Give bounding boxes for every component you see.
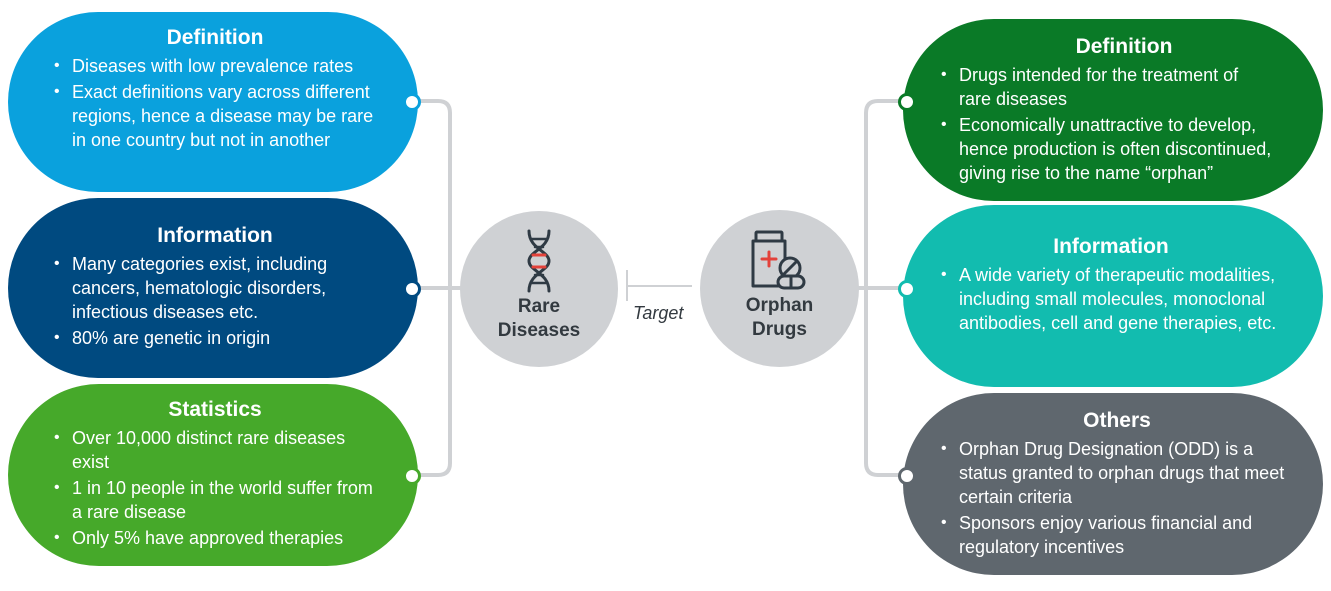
- bullet-item: Many categories exist, including cancers…: [52, 252, 378, 324]
- card-title: Information: [1053, 235, 1169, 258]
- left-definition-card: Definition Diseases with low prevalence …: [8, 12, 418, 192]
- right-information-card: Information A wide variety of therapeuti…: [903, 205, 1323, 387]
- bullet-item: Exact definitions vary across different …: [52, 80, 378, 152]
- bullet-item: 1 in 10 people in the world suffer from …: [52, 476, 378, 524]
- bullet-item: Sponsors enjoy various financial and reg…: [939, 511, 1295, 559]
- card-title: Definition: [1075, 35, 1173, 58]
- bullet-list: Diseases with low prevalence rates Exact…: [52, 54, 378, 152]
- right-information-connector-dot: [898, 280, 916, 298]
- card-title: Definition: [166, 26, 264, 49]
- dna-icon: [527, 229, 551, 293]
- right-definition-card: Definition Drugs intended for the treatm…: [903, 19, 1323, 201]
- node-label-line2: Drugs: [752, 319, 807, 340]
- rare-diseases-node: Rare Diseases: [460, 211, 618, 367]
- right-others-connector-dot: [898, 467, 916, 485]
- card-title: Statistics: [168, 398, 262, 421]
- bullet-item: 80% are genetic in origin: [52, 326, 378, 350]
- left-information-card: Information Many categories exist, inclu…: [8, 198, 418, 378]
- target-label: Target: [633, 303, 684, 323]
- left-statistics-connector-dot: [403, 467, 421, 485]
- left-definition-connector-dot: [403, 93, 421, 111]
- bullet-item: Only 5% have approved therapies: [52, 526, 378, 550]
- right-others-card: Others Orphan Drug Designation (ODD) is …: [903, 393, 1323, 575]
- bullet-item: Diseases with low prevalence rates: [52, 54, 378, 78]
- medicine-icon: [751, 230, 806, 290]
- card-title: Others: [1083, 409, 1151, 432]
- orphan-drugs-node: Orphan Drugs: [700, 210, 859, 367]
- node-label-line1: Rare: [517, 296, 561, 317]
- bullet-item: A wide variety of therapeutic modalities…: [939, 263, 1283, 335]
- bullet-list: Over 10,000 distinct rare diseases exist…: [52, 426, 378, 550]
- bullet-list: Drugs intended for the treatment of rare…: [939, 63, 1309, 185]
- right-definition-connector-dot: [898, 93, 916, 111]
- bullet-list: A wide variety of therapeutic modalities…: [939, 263, 1283, 335]
- left-information-connector-dot: [403, 280, 421, 298]
- bullet-item: Over 10,000 distinct rare diseases exist: [52, 426, 378, 474]
- bullet-item: Drugs intended for the treatment of rare…: [939, 63, 1309, 111]
- bullet-list: Orphan Drug Designation (ODD) is a statu…: [939, 437, 1295, 559]
- bullet-list: Many categories exist, including cancers…: [52, 252, 378, 350]
- left-statistics-card: Statistics Over 10,000 distinct rare dis…: [8, 384, 418, 566]
- bullet-item: Orphan Drug Designation (ODD) is a statu…: [939, 437, 1295, 509]
- bullet-item: Economically unattractive to develop, he…: [939, 113, 1309, 185]
- card-title: Information: [157, 224, 273, 247]
- node-label-line2: Diseases: [497, 320, 581, 341]
- node-label-line1: Orphan: [745, 295, 814, 316]
